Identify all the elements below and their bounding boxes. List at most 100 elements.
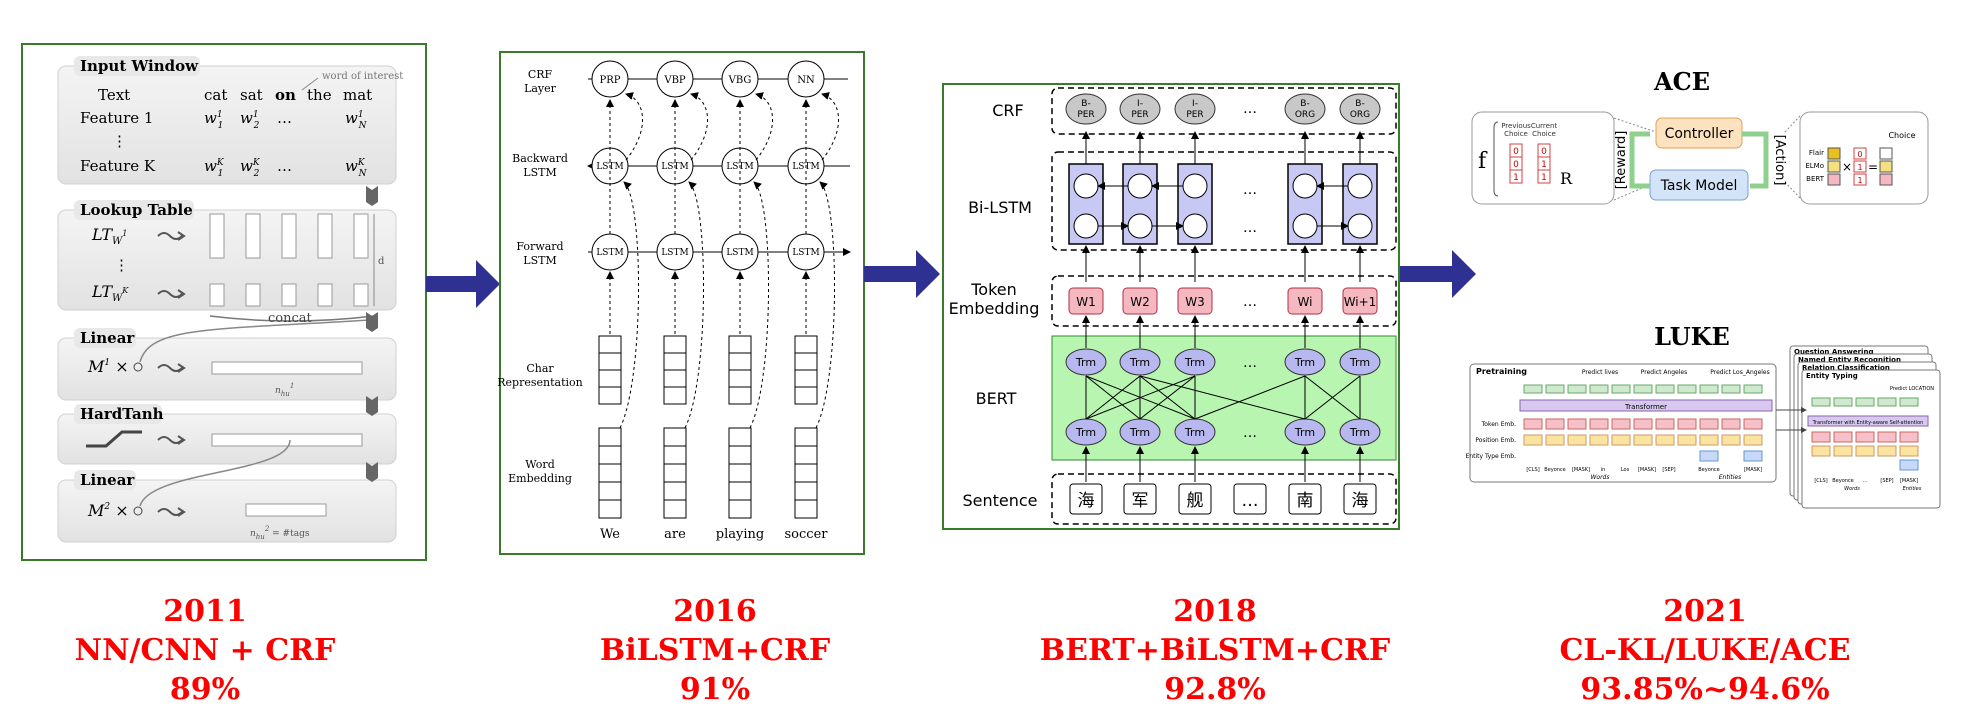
- word-to-backward-arrow: [749, 181, 770, 429]
- panel-2016-bilstm: CRF Layer Backward LSTM Forward LSTM Cha…: [497, 51, 865, 555]
- trm-label: Trm: [1349, 426, 1370, 439]
- task-token-emb: [1811, 431, 1831, 443]
- hardtanh-vector: [211, 433, 363, 447]
- word-to-backward-arrow: [684, 181, 705, 429]
- word-emb-cell: [728, 499, 752, 519]
- token-label: W2: [1130, 295, 1150, 309]
- embedding-name: Flair: [1809, 149, 1824, 157]
- token-embedding: [1068, 287, 1104, 315]
- word-emb-cell: [663, 445, 687, 465]
- era-2016: 2016 BiLSTM+CRF 91%: [565, 592, 865, 709]
- position-emb-cell: [1523, 434, 1543, 446]
- crf-tag-prefix: B-: [1081, 99, 1090, 109]
- input-seq-token: Beyonce: [1698, 467, 1720, 473]
- crf-tag-prefix: B-: [1355, 99, 1364, 109]
- crf-tag-type: PER: [1186, 110, 1203, 120]
- era-model: NN/CNN + CRF: [74, 633, 336, 668]
- char-rep-label-2: Representation: [497, 376, 582, 389]
- predict-label: Predict lives: [1582, 369, 1618, 376]
- token-label: Wi+1: [1344, 295, 1377, 309]
- char-cell: [598, 352, 622, 371]
- output-token: [1655, 384, 1675, 394]
- era-model: BERT+BiLSTM+CRF: [1039, 633, 1391, 668]
- words-label: Words: [1590, 474, 1609, 481]
- choice-bit-cell: [1853, 160, 1867, 173]
- sentence-char-box: [1288, 483, 1322, 515]
- sentence-char-box: [1233, 483, 1267, 515]
- linear1-vector: [211, 361, 363, 375]
- crf-tag-node: [656, 60, 694, 98]
- embedding-block: [1827, 147, 1841, 160]
- output-token: [1699, 384, 1719, 394]
- token-embedding: [1177, 287, 1213, 315]
- task-position-emb: [1811, 445, 1831, 457]
- word-cat: cat: [204, 86, 227, 104]
- bilstm-label: Bi-LSTM: [968, 198, 1032, 217]
- action-label: [Action]: [1772, 135, 1787, 186]
- crf-tag-label: VBP: [663, 75, 686, 86]
- input-window-box: [57, 65, 397, 185]
- lstm-unit-bottom: [1073, 213, 1099, 239]
- task-seq-token: Beyonce: [1832, 478, 1854, 484]
- token-emb-cell: [1721, 418, 1741, 430]
- lstm-unit-bottom: [1127, 213, 1153, 239]
- era-score: 93.85%~94.6%: [1580, 672, 1830, 707]
- entity-type-cell: [1743, 450, 1763, 462]
- trm-label: Trm: [1184, 356, 1205, 369]
- task-seq-token: [SEP]: [1880, 478, 1893, 484]
- output-token: [1721, 384, 1741, 394]
- linear2-arrow: [157, 507, 186, 517]
- task-token-emb: [1877, 431, 1897, 443]
- word-on: on: [275, 86, 296, 104]
- output-token: [1523, 384, 1543, 394]
- task-output-token: [1877, 397, 1897, 407]
- era-2018: 2018 BERT+BiLSTM+CRF 92.8%: [1035, 592, 1395, 709]
- word-emb-cell: [794, 463, 818, 483]
- token-label: Wi: [1298, 295, 1313, 309]
- panel-2018-bert: CRF Bi-LSTM Token Embedding BERT Sentenc…: [942, 83, 1400, 530]
- token-region: [1051, 275, 1397, 327]
- forward-lstm-label: LSTM: [726, 248, 753, 258]
- choice-bit-cell: [1509, 169, 1523, 184]
- progress-arrow-2: [864, 250, 940, 298]
- input-window-tab: [74, 56, 200, 76]
- char-cell: [728, 386, 752, 405]
- token-embedding: [1287, 287, 1323, 315]
- entities-label: Entities: [1719, 474, 1741, 481]
- input-seq-token: [MASK]: [1744, 467, 1762, 473]
- ace-f-symbol: f: [1478, 149, 1488, 174]
- crf-ellipsis: …: [1243, 101, 1257, 117]
- trm-label: Trm: [1075, 356, 1096, 369]
- trm-label: Trm: [1129, 356, 1150, 369]
- choice-bit: 0: [1513, 147, 1519, 157]
- output-token: [1545, 384, 1565, 394]
- word-emb-cell: [598, 445, 622, 465]
- word-emb-cell: [598, 499, 622, 519]
- word-emb-cell: [598, 481, 622, 501]
- panel-2011-nn-cnn: Input Window word of interest Text cat s…: [21, 43, 427, 561]
- sentence-char: 海: [1352, 491, 1369, 511]
- char-cell: [663, 386, 687, 405]
- row-label: Token Emb.: [1481, 421, 1516, 428]
- token-emb-label-1: Token: [970, 280, 1017, 299]
- predict-label: Predict Angeles: [1641, 369, 1687, 376]
- bilstm-columns: PRPLSTMLSTMWeVBPLSTMLSTMareVBGLSTMLSTMpl…: [591, 60, 839, 542]
- task-position-emb: [1877, 445, 1897, 457]
- forward-lstm-label: LSTM: [661, 248, 688, 258]
- lookup-columns: [209, 213, 369, 307]
- task-label: Relation Classification: [1802, 364, 1890, 372]
- char-cell: [663, 352, 687, 371]
- token-emb-cell: [1699, 418, 1719, 430]
- choice-bit: 0: [1857, 150, 1862, 159]
- trm-label: Trm: [1075, 426, 1096, 439]
- pretraining-label: Pretraining: [1476, 367, 1527, 376]
- era-year: 2011: [163, 594, 247, 629]
- trm-node: [1174, 348, 1216, 376]
- token-emb-cell: [1545, 418, 1565, 430]
- feature-k-ellipsis: …: [277, 157, 292, 175]
- hardtanh-arrow: [157, 435, 186, 445]
- ace-r-symbol: R: [1560, 169, 1573, 188]
